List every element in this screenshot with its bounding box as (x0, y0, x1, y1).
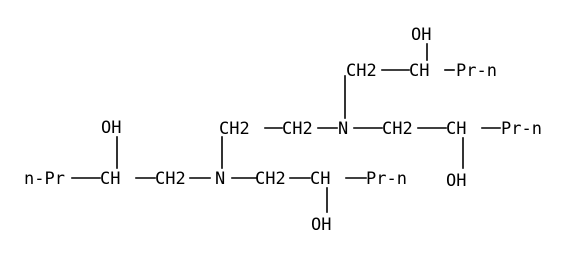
atom-ch-right: CH (446, 119, 466, 139)
atom-ch2-mid: CH2 (255, 169, 286, 189)
atom-oh-left: OH (101, 118, 121, 138)
atom-n-right: N (338, 119, 348, 139)
atom-oh-top: OH (411, 25, 431, 45)
atom-ch2-bridge-left: CH2 (219, 119, 250, 139)
atom-ch2-top: CH2 (346, 61, 377, 81)
atom-ch2-bridge-right: CH2 (282, 119, 313, 139)
atom-ch-mid: CH (310, 169, 330, 189)
atom-pr-left: n-Pr (24, 169, 65, 189)
atom-oh-right: OH (446, 171, 466, 191)
bonds (71, 43, 501, 213)
atom-ch2-right: CH2 (382, 119, 413, 139)
atom-oh-mid: OH (311, 215, 331, 235)
atom-pr-top: Pr-n (456, 61, 497, 81)
atom-ch-top: CH (409, 61, 429, 81)
atom-pr-right: Pr-n (501, 119, 542, 139)
atom-pr-mid: Pr-n (366, 169, 407, 189)
atom-ch2-left: CH2 (155, 169, 186, 189)
atom-labels: OH CH2 CH Pr-n CH2 CH2 N CH2 CH Pr-n OH … (24, 25, 542, 235)
atom-ch-left: CH (100, 169, 120, 189)
atom-n-left: N (215, 169, 225, 189)
